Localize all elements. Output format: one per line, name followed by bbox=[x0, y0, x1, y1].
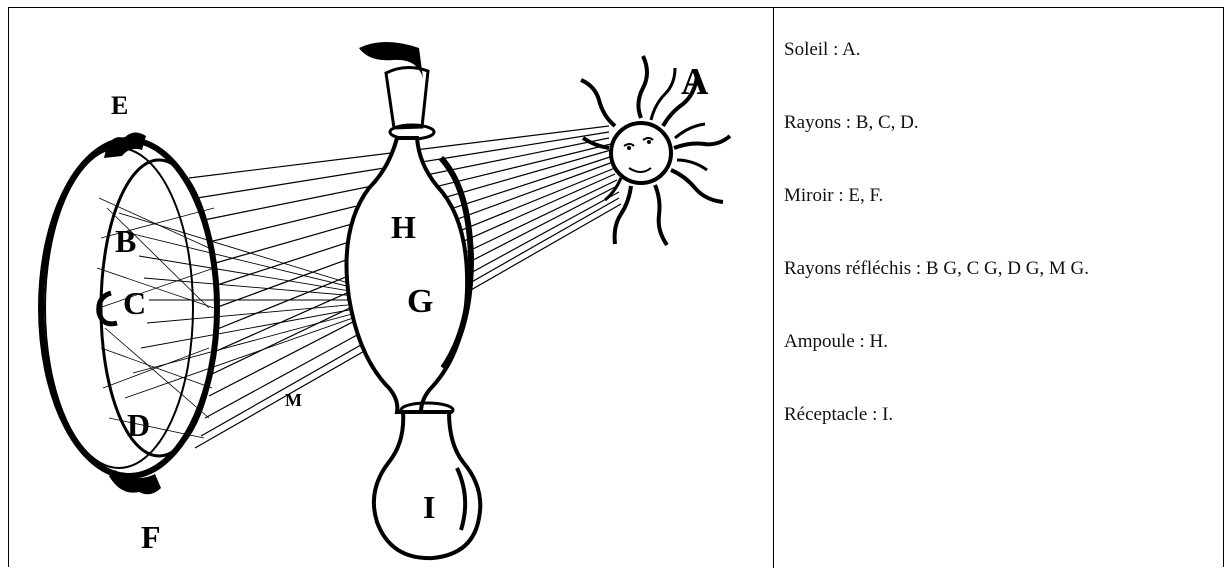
woodcut-illustration: A B C D E F G H I M bbox=[9, 8, 773, 568]
letter-a: A bbox=[681, 61, 709, 103]
letter-f: F bbox=[141, 519, 161, 555]
receptacle bbox=[374, 403, 480, 558]
letter-h: H bbox=[391, 209, 416, 245]
legend-item-rays: Rayons : B, C, D. bbox=[784, 111, 1224, 184]
letter-m: M bbox=[285, 390, 302, 410]
legend-item-ampoule: Ampoule : H. bbox=[784, 330, 1224, 403]
legend-item-mirror: Miroir : E, F. bbox=[784, 184, 1224, 257]
letter-d: D bbox=[127, 407, 150, 443]
legend-item-receptacle: Réceptacle : I. bbox=[784, 403, 1224, 476]
letter-i: I bbox=[423, 489, 435, 525]
legend-item-sun: Soleil : A. bbox=[784, 38, 1224, 111]
letter-g: G bbox=[407, 283, 433, 320]
legend-list: Soleil : A. Rayons : B, C, D. Miroir : E… bbox=[784, 38, 1224, 476]
burning-mirror-diagram: A B C D E F G H I M bbox=[9, 8, 773, 568]
column-divider bbox=[773, 8, 774, 568]
letter-b: B bbox=[115, 223, 136, 259]
letter-c: C bbox=[123, 285, 146, 321]
figure-frame: A B C D E F G H I M Soleil : A. Rayons :… bbox=[8, 7, 1224, 567]
letter-e: E bbox=[111, 91, 128, 120]
legend-item-reflected-rays: Rayons réfléchis : B G, C G, D G, M G. bbox=[784, 257, 1224, 330]
